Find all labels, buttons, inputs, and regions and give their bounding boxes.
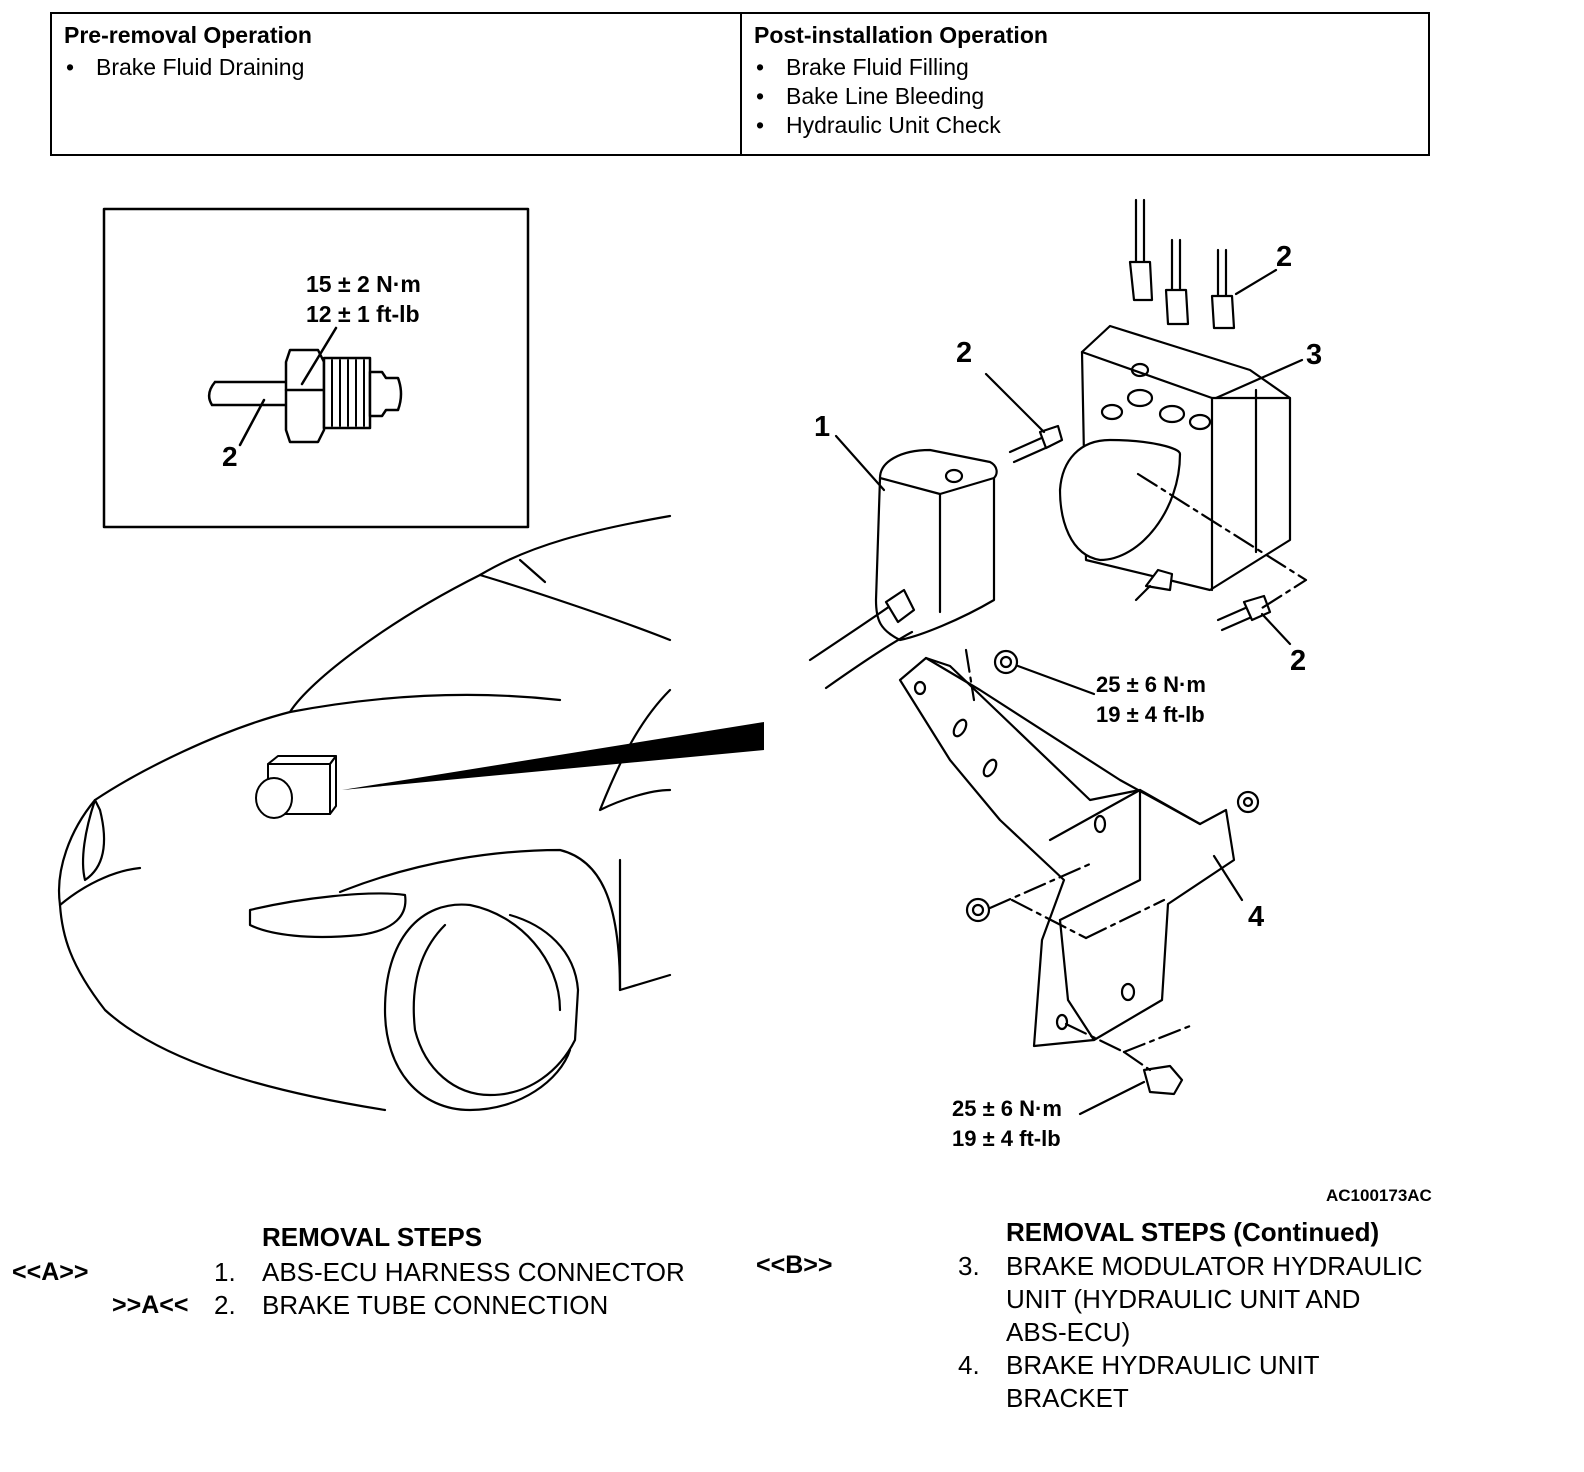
step-4-line: BRACKET <box>1006 1383 1129 1413</box>
bracket-nut-torque-nm: 25 ± 6 N·m <box>1096 672 1206 697</box>
callout-connector: 1 <box>814 411 830 443</box>
post-installation-column: Post-installation Operation Brake Fluid … <box>742 14 1428 154</box>
step-3-line: UNIT (HYDRAULIC UNIT AND <box>1006 1284 1361 1314</box>
inset-torque-ftlb: 12 ± 1 ft-lb <box>306 301 420 327</box>
operations-table: Pre-removal Operation Brake Fluid Draini… <box>50 12 1430 156</box>
post-installation-list: Brake Fluid Filling Bake Line Bleeding H… <box>754 53 1416 140</box>
removal-steps-title: REMOVAL STEPS <box>262 1222 483 1252</box>
step-2-number: 2. <box>214 1290 236 1320</box>
step-3-line: BRAKE MODULATOR HYDRAULIC <box>1006 1251 1423 1281</box>
bracket-bolt-torque-nm: 25 ± 6 N·m <box>952 1096 1062 1121</box>
post-installation-item: Bake Line Bleeding <box>754 82 1416 111</box>
pre-removal-column: Pre-removal Operation Brake Fluid Draini… <box>52 14 742 154</box>
figure-code: AC100173AC <box>1326 1186 1432 1205</box>
step-4-number: 4. <box>958 1350 980 1380</box>
post-installation-heading: Post-installation Operation <box>754 22 1048 48</box>
step-3-line: ABS-ECU) <box>1006 1317 1131 1347</box>
removal-steps-continued-title: REMOVAL STEPS (Continued) <box>1006 1217 1380 1247</box>
step-2-code: >>A<< <box>112 1291 189 1319</box>
pre-removal-list: Brake Fluid Draining <box>64 53 728 82</box>
bracket-nut-torque-ftlb: 19 ± 4 ft-lb <box>1096 702 1205 727</box>
callout-tube-left: 2 <box>956 337 972 369</box>
brake-tubes <box>984 198 1292 646</box>
detail-inset: 15 ± 2 N·m 12 ± 1 ft-lb 2 <box>102 207 530 529</box>
inset-callout: 2 <box>222 441 238 472</box>
pre-removal-item: Brake Fluid Draining <box>64 53 728 82</box>
callout-tube-right: 2 <box>1290 645 1306 677</box>
step-3-code: <<B>> <box>756 1251 833 1279</box>
pre-removal-heading: Pre-removal Operation <box>64 22 312 48</box>
post-installation-item: Hydraulic Unit Check <box>754 111 1416 140</box>
callout-hydraulic-unit: 3 <box>1306 339 1322 371</box>
step-2-text: BRAKE TUBE CONNECTION <box>262 1290 609 1320</box>
post-installation-item: Brake Fluid Filling <box>754 53 1416 82</box>
step-3-number: 3. <box>958 1251 980 1281</box>
harness-connector <box>808 434 998 690</box>
step-1-text: ABS-ECU HARNESS CONNECTOR <box>262 1257 685 1287</box>
callout-bracket: 4 <box>1248 901 1264 933</box>
step-1-code: <<A>> <box>12 1258 89 1286</box>
step-1-number: 1. <box>214 1257 236 1287</box>
callout-tube-top: 2 <box>1276 241 1292 273</box>
bracket-bolt-torque-ftlb: 19 ± 4 ft-lb <box>952 1126 1061 1151</box>
step-4-line: BRAKE HYDRAULIC UNIT <box>1006 1350 1320 1380</box>
bracket <box>898 648 1260 1116</box>
vehicle-outline <box>58 514 764 1112</box>
hydraulic-unit <box>1058 324 1308 610</box>
inset-torque-nm: 15 ± 2 N·m <box>306 271 421 297</box>
